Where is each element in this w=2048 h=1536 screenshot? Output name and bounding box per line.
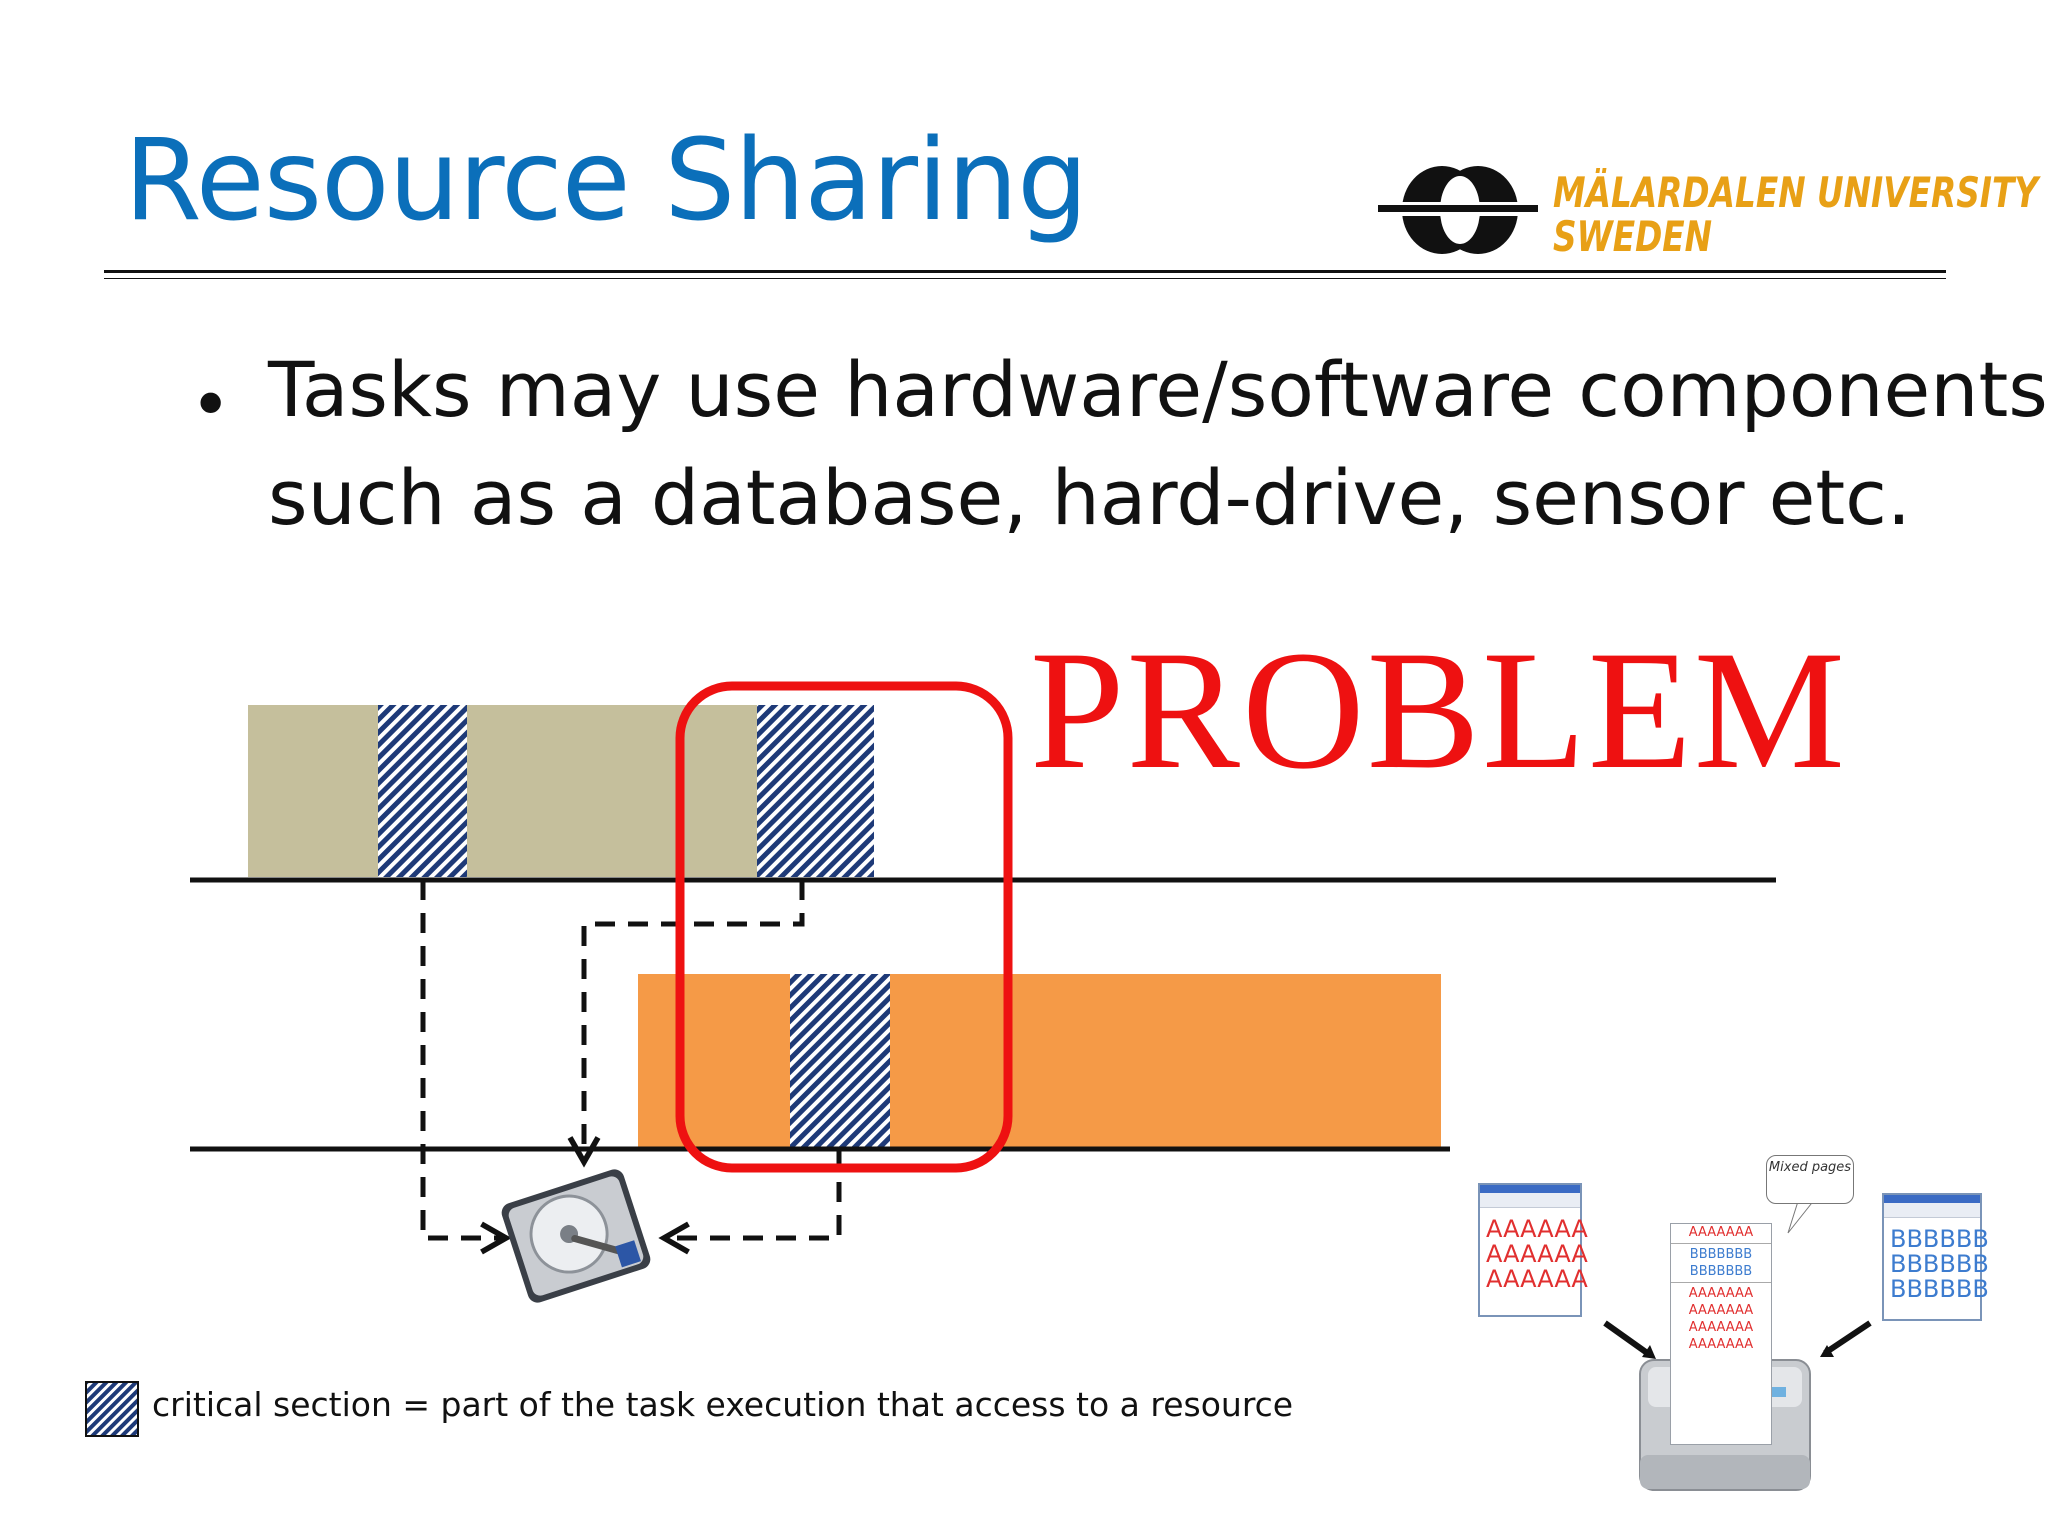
access-path-task-1-second [567, 880, 805, 1168]
hard-drive-icon [501, 1169, 651, 1303]
bullet-text-line-1: Tasks may use hardware/software componen… [268, 345, 2048, 434]
legend-text: critical section = part of the task exec… [152, 1385, 1294, 1424]
task-2-execution [638, 974, 1441, 1149]
task-2-critical-section [790, 974, 890, 1149]
task-1-critical-section-2 [757, 705, 874, 877]
title-rule-thin [104, 278, 1946, 279]
application-window-b: BBBBBB BBBBBB BBBBBB [1882, 1193, 1989, 1321]
problem-highlight-box [675, 681, 1013, 1173]
application-window-a: AAAAAA AAAAAA AAAAAA [1478, 1183, 1588, 1317]
problem-callout: PROBLEM [1030, 616, 1847, 804]
task-1-critical-section-1 [378, 705, 467, 877]
printer-example-illustration: AAAAAA AAAAAA AAAAAA BBBBBB BBBBBB BBBBB… [1470, 1155, 2010, 1495]
logo-line-university: MÄLARDALEN UNIVERSITY [1553, 168, 2039, 217]
title-rule [104, 270, 1946, 273]
critical-section-swatch-icon [85, 1381, 139, 1437]
printed-page: AAAAAAA BBBBBBB BBBBBBB AAAAAAA AAAAAAA … [1670, 1223, 1772, 1445]
slide-title: Resource Sharing [124, 116, 1088, 246]
university-logo: MÄLARDALEN UNIVERSITY SWEDEN [1378, 160, 2038, 261]
access-path-task-2 [658, 1149, 842, 1255]
university-logo-icon [1378, 166, 1538, 254]
task-1-execution [248, 705, 874, 877]
bullet-text-line-2: such as a database, hard-drive, sensor e… [268, 453, 1912, 542]
access-path-task-1-first [420, 880, 512, 1255]
bullet-marker: • [190, 364, 232, 446]
logo-line-country: SWEDEN [1553, 212, 1713, 261]
mixed-pages-bubble: Mixed pages [1766, 1155, 1854, 1204]
